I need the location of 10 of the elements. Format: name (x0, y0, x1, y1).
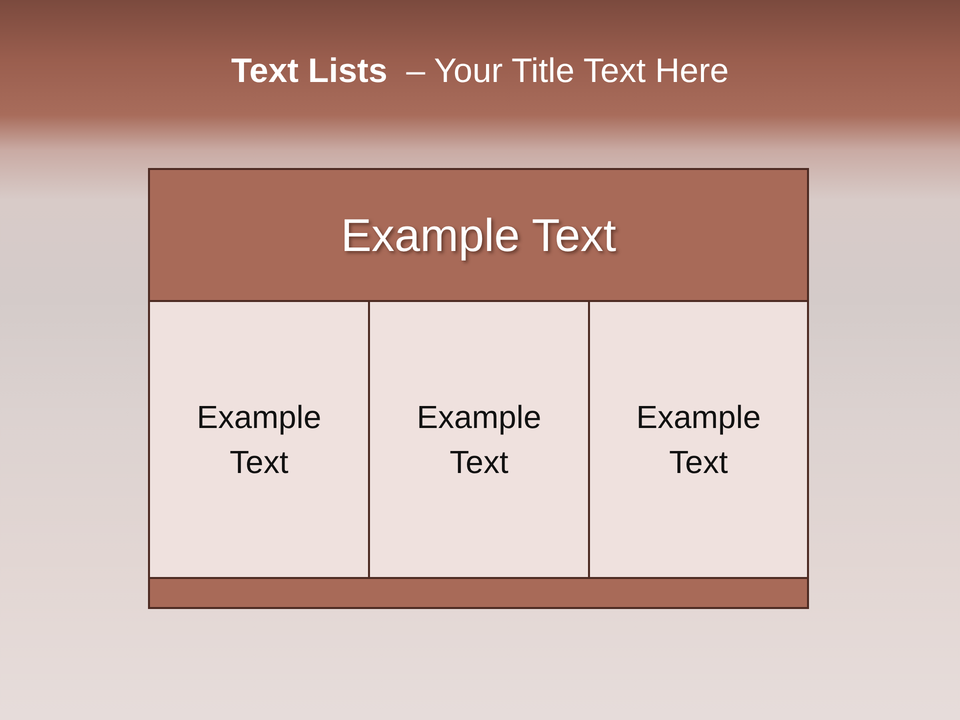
footer-bar (148, 577, 809, 609)
header-band (148, 168, 809, 302)
text-panel (148, 300, 370, 579)
header-text: Example Text (340, 208, 616, 262)
panel-text: Example Text (196, 398, 322, 482)
text-panel (368, 300, 590, 579)
text-panel (588, 300, 809, 579)
slide-title: Text Lists – Your Title Text Here (231, 52, 729, 90)
panel-text: Example Text (416, 398, 542, 482)
panel-text: Example Text (635, 398, 762, 482)
